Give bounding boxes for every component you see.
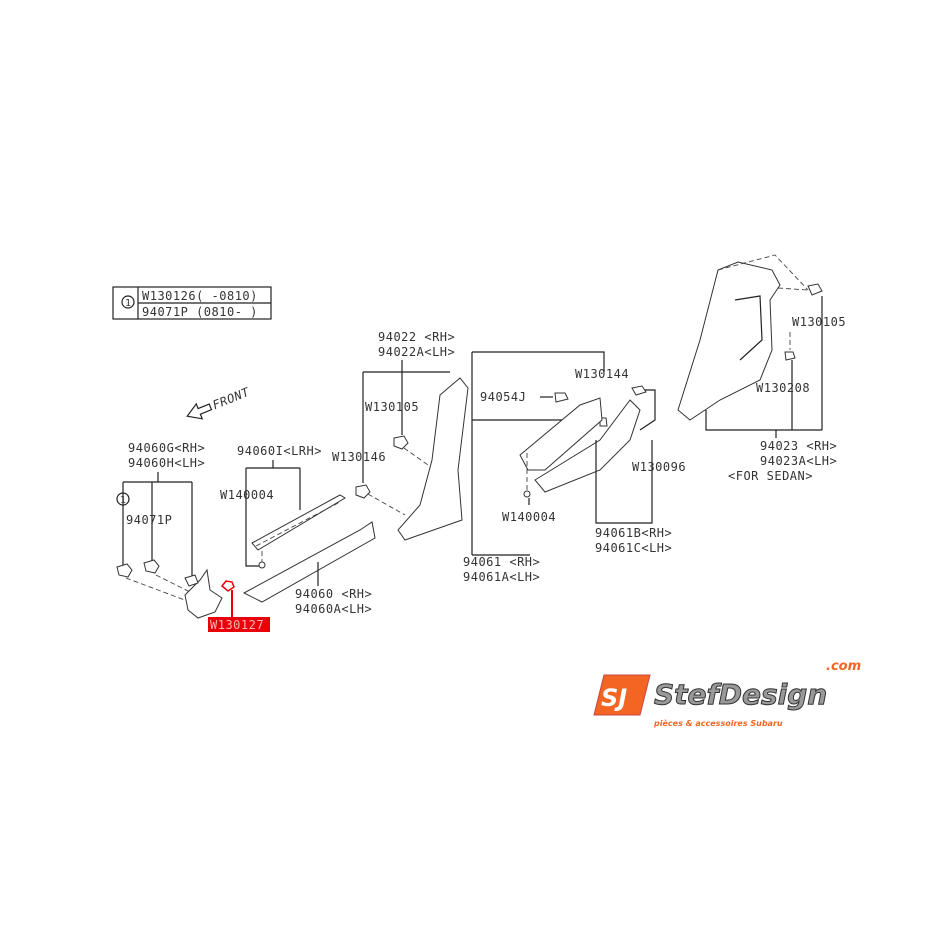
ref-circle [121, 295, 135, 309]
part-label: 94060 <RH> [295, 587, 372, 601]
logo-tagline: pièces & accessoires Subaru [653, 718, 783, 728]
part-label: <FOR SEDAN> [728, 469, 813, 483]
rear-quarter-trim-part [677, 261, 781, 421]
logo-tld: .com [826, 659, 861, 674]
part-label: 94061C<LH> [595, 541, 672, 555]
scuff-plate-part [251, 494, 346, 551]
part-label: 94060A<LH> [295, 602, 372, 616]
legend-table: 1 W130126( -0810) 94071P (0810- ) [112, 286, 272, 320]
ref-number: 1 [120, 495, 127, 506]
clip-part [393, 435, 409, 450]
clip-part [116, 563, 133, 578]
part-label: W130208 [756, 381, 810, 395]
part-label: 94060G<RH> [128, 441, 205, 455]
ref-number: 1 [125, 298, 132, 309]
highlight-box [208, 617, 270, 632]
part-label: W130144 [575, 367, 629, 381]
part-label: 94060H<LH> [128, 456, 205, 470]
part-label: 94061B<RH> [595, 526, 672, 540]
front-label: FRONT [211, 385, 252, 413]
clip-part [807, 283, 823, 296]
hook-part [554, 392, 569, 403]
part-label: W140004 [502, 510, 556, 524]
rear-sill-trim-part [519, 397, 603, 471]
legend-row: 94071P (0810- ) [142, 305, 258, 319]
part-label: W130105 [365, 400, 419, 414]
c-pillar-lower-trim-part [534, 399, 641, 493]
clip-part [143, 559, 160, 574]
part-label: 94023A<LH> [760, 454, 837, 468]
part-label: 94023 <RH> [760, 439, 837, 453]
kick-panel-part [184, 568, 223, 619]
part-label: 94061 <RH> [463, 555, 540, 569]
front-arrow-icon: FRONT [186, 385, 252, 420]
w130127-highlight[interactable]: W130127 [208, 580, 270, 632]
part-label: 94022 <RH> [378, 330, 455, 344]
part-label: 94022A<LH> [378, 345, 455, 359]
legend-row: W130126( -0810) [142, 289, 258, 303]
logo-mark [593, 674, 651, 716]
clip-part [784, 351, 796, 361]
clip-part [631, 385, 647, 396]
part-label: 94054J [480, 390, 526, 404]
logo-name: StefDesign [654, 678, 827, 711]
part-label: W140004 [220, 488, 274, 502]
part-label: W130096 [632, 460, 686, 474]
part-label-highlighted: W130127 [210, 618, 264, 632]
part-label: 94060I<LRH> [237, 444, 322, 458]
part-label: W130105 [792, 315, 846, 329]
clip-part [355, 484, 371, 499]
part-label: W130146 [332, 450, 386, 464]
logo-mark-text: SJ [601, 684, 627, 712]
b-pillar-trim-part [397, 377, 469, 541]
side-sill-part [242, 521, 376, 603]
part-label: 94071P [126, 513, 172, 527]
stefdesign-logo: SJ StefDesign .com pièces & accessoires … [593, 659, 861, 728]
part-label: 94061A<LH> [463, 570, 540, 584]
